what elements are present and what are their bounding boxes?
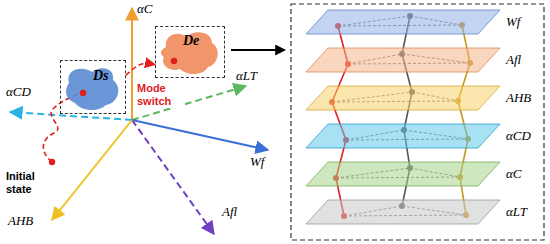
region-label: Ds: [93, 68, 109, 84]
region-blob: [66, 68, 118, 110]
variable-plane: αCD: [300, 124, 544, 150]
axis-line: [132, 120, 214, 234]
plane-parallelogram: [306, 10, 500, 34]
transfer-arrow: [231, 49, 284, 51]
edge-label: Mode switch: [135, 82, 185, 108]
variable-plane: AHB: [300, 86, 544, 112]
variable-plane: Afl: [300, 48, 544, 74]
panel-frame: [291, 4, 544, 240]
plane-parallelogram: [306, 86, 500, 110]
plane-parallelogram: [306, 200, 500, 224]
state-dot: [80, 90, 86, 96]
axis-label: αCD: [6, 84, 31, 99]
axis-label: Wf: [250, 154, 264, 169]
plane-label: Afl: [506, 48, 521, 72]
plane-label: αLT: [506, 200, 527, 224]
plane-label: Wf: [506, 10, 520, 34]
axis-label: αLT: [236, 68, 257, 83]
region-blob: [161, 32, 218, 74]
state-region: Ds: [60, 60, 126, 114]
plane-label: AHB: [506, 86, 531, 110]
plane-parallelogram: [306, 48, 500, 72]
plane-parallelogram: [306, 124, 500, 148]
region-label: De: [183, 33, 199, 49]
state-label: Initial state: [6, 170, 52, 196]
mode-switch-arrow: [126, 64, 155, 76]
axis-label: Afl: [222, 204, 237, 219]
variable-plane: Wf: [300, 10, 544, 36]
state-dot: [171, 58, 177, 64]
plane-label: αCD: [506, 124, 531, 148]
variable-plane: αLT: [300, 200, 544, 226]
axis-label: αC: [137, 1, 153, 16]
initial-state-dot: [49, 159, 55, 165]
axis-label: AHB: [8, 213, 33, 228]
axis-line: [132, 120, 268, 150]
plane-parallelogram: [306, 162, 500, 186]
axis-line: [131, 8, 133, 120]
plane-label: αC: [506, 162, 522, 186]
state-region: De: [155, 26, 225, 78]
axis-line: [52, 120, 132, 220]
variable-plane: αC: [300, 162, 544, 188]
